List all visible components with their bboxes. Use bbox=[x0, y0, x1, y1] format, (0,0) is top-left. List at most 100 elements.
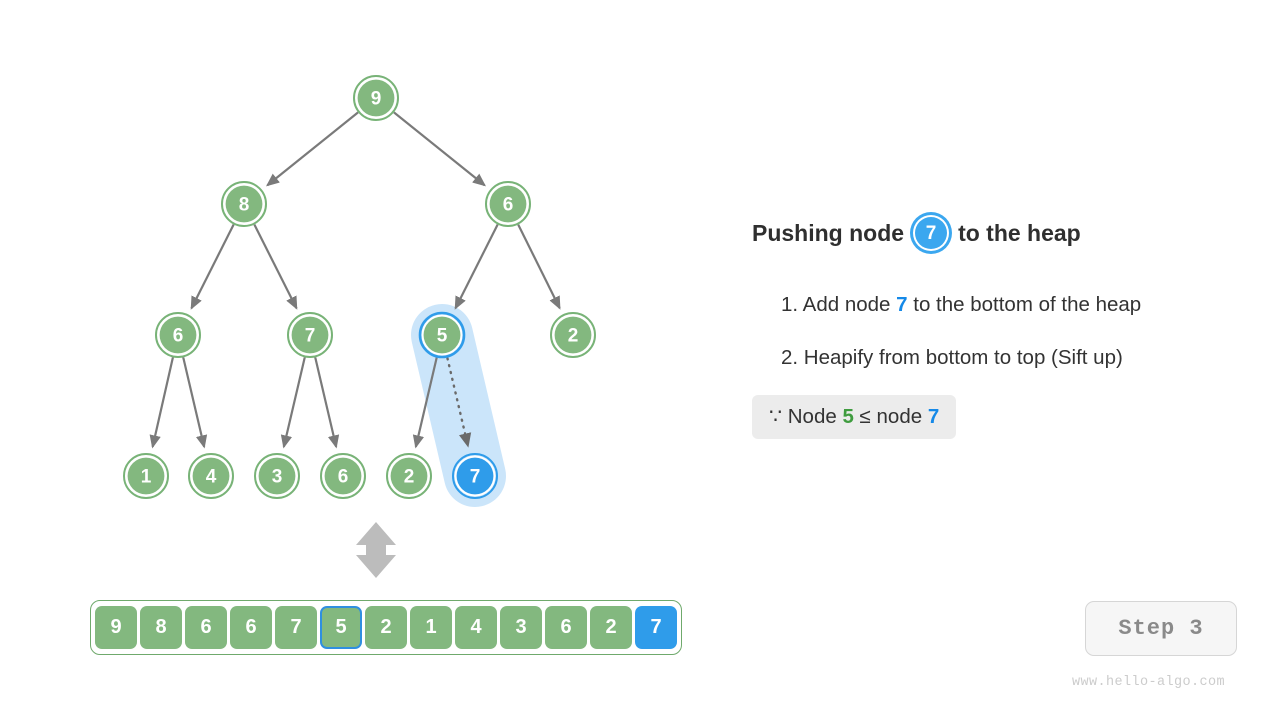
reason-badge: ∵ Node 5 ≤ node 7 bbox=[752, 395, 957, 439]
node-outer-ring bbox=[287, 312, 333, 358]
tree-node[interactable]: 7 bbox=[287, 312, 333, 358]
array-cell[interactable]: 7 bbox=[635, 606, 677, 649]
array-cell[interactable]: 2 bbox=[590, 606, 632, 649]
array-cell[interactable]: 9 bbox=[95, 606, 137, 649]
node-value: 4 bbox=[206, 467, 217, 488]
node-outer-ring bbox=[123, 453, 169, 499]
array-cell-value: 2 bbox=[380, 616, 392, 638]
tree-edge bbox=[314, 357, 340, 449]
array-cell[interactable]: 1 bbox=[410, 606, 452, 649]
tree-edge bbox=[517, 224, 561, 310]
reason-text-b: node bbox=[876, 405, 928, 428]
array-cell[interactable]: 6 bbox=[185, 606, 227, 649]
reason-text-a: Node bbox=[782, 405, 843, 428]
tree-edge bbox=[454, 224, 499, 310]
node-inner-gap-ring bbox=[289, 314, 331, 356]
tree-node[interactable]: 4 bbox=[188, 453, 234, 499]
tree-edge bbox=[149, 357, 174, 449]
node-body bbox=[258, 457, 296, 495]
tree-node[interactable]: 6 bbox=[155, 312, 201, 358]
array-cell[interactable]: 5 bbox=[320, 606, 362, 649]
tree-node[interactable]: 8 bbox=[221, 181, 267, 227]
node-body bbox=[357, 79, 395, 117]
dotted-sift-edge bbox=[446, 357, 472, 448]
node-body bbox=[324, 457, 362, 495]
reason-value-b: 7 bbox=[927, 405, 940, 428]
array-cell[interactable]: 6 bbox=[545, 606, 587, 649]
node-inner-gap-ring bbox=[322, 455, 364, 497]
step-1-prefix: 1. Add node bbox=[781, 293, 897, 316]
array-cell-value: 7 bbox=[650, 616, 662, 638]
node-value: 2 bbox=[568, 326, 579, 347]
node-outer-ring bbox=[418, 311, 466, 359]
heading-suffix: to the heap bbox=[958, 219, 1081, 246]
tree-edge bbox=[266, 111, 359, 187]
node-body bbox=[127, 457, 165, 495]
tree-node[interactable]: 6 bbox=[320, 453, 366, 499]
array-cell[interactable]: 3 bbox=[500, 606, 542, 649]
node-outer-ring bbox=[320, 453, 366, 499]
node-outer-ring bbox=[188, 453, 234, 499]
array-cell-value: 6 bbox=[245, 616, 257, 638]
step-1-highlight: 7 bbox=[896, 293, 908, 316]
step-2-prefix: 2. Heapify from bottom to top (Sift up) bbox=[781, 346, 1123, 369]
array-cell[interactable]: 6 bbox=[230, 606, 272, 649]
tree-edges bbox=[149, 111, 561, 449]
node-outer-ring bbox=[452, 453, 498, 499]
node-outer-ring bbox=[155, 312, 201, 358]
node-body bbox=[192, 457, 230, 495]
array-cell[interactable]: 8 bbox=[140, 606, 182, 649]
tree-node[interactable]: 5 bbox=[418, 311, 466, 359]
node-body bbox=[554, 316, 592, 354]
node-inner-gap-ring bbox=[125, 455, 167, 497]
node-inner-gap-ring bbox=[190, 455, 232, 497]
tree-edge bbox=[253, 224, 298, 310]
heading-prefix: Pushing node bbox=[752, 219, 905, 246]
node-body bbox=[489, 185, 527, 223]
array-cell-value: 6 bbox=[200, 616, 212, 638]
step-1-suffix: to the bottom of the heap bbox=[907, 293, 1142, 316]
array-cell-value: 3 bbox=[515, 616, 527, 638]
step-counter-badge: Step 3 bbox=[1085, 601, 1237, 656]
array-cell-value: 6 bbox=[560, 616, 572, 638]
array-cell[interactable]: 4 bbox=[455, 606, 497, 649]
node-body bbox=[456, 457, 494, 495]
tree-node[interactable]: 1 bbox=[123, 453, 169, 499]
node-value: 6 bbox=[173, 326, 184, 347]
node-value: 9 bbox=[371, 89, 382, 110]
node-outer-ring bbox=[386, 453, 432, 499]
tree-edge bbox=[190, 224, 235, 310]
heading-node-chip: 7 bbox=[913, 215, 950, 251]
tree-node[interactable]: 9 bbox=[353, 75, 399, 121]
tree-edge bbox=[393, 111, 486, 187]
node-value: 2 bbox=[404, 467, 415, 488]
node-value: 6 bbox=[503, 195, 514, 216]
tree-node[interactable]: 7 bbox=[452, 453, 498, 499]
array-cell[interactable]: 7 bbox=[275, 606, 317, 649]
reason-operator: ≤ bbox=[853, 405, 877, 428]
tree-edge bbox=[412, 357, 438, 449]
tree-node[interactable]: 2 bbox=[386, 453, 432, 499]
node-body bbox=[291, 316, 329, 354]
array-cell-value: 8 bbox=[155, 616, 167, 638]
array-cell-value: 5 bbox=[335, 616, 347, 638]
node-outer-ring bbox=[254, 453, 300, 499]
tree-node[interactable]: 6 bbox=[485, 181, 531, 227]
watermark: www.hello-algo.com bbox=[1072, 675, 1226, 690]
sift-up-dotted-arrow bbox=[446, 357, 472, 448]
node-body bbox=[159, 316, 197, 354]
array-cell-value: 9 bbox=[110, 616, 122, 638]
array-cell-value: 2 bbox=[605, 616, 617, 638]
tree-node[interactable]: 3 bbox=[254, 453, 300, 499]
node-inner-gap-ring bbox=[157, 314, 199, 356]
node-outer-ring bbox=[550, 312, 596, 358]
node-value: 7 bbox=[470, 467, 481, 488]
step-item-1: 1. Add node 7 to the bottom of the heap bbox=[781, 293, 1141, 317]
node-inner-gap-ring bbox=[487, 183, 529, 225]
node-outer-ring bbox=[353, 75, 399, 121]
node-inner-gap-ring bbox=[223, 183, 265, 225]
tree-node[interactable]: 2 bbox=[550, 312, 596, 358]
array-cell[interactable]: 2 bbox=[365, 606, 407, 649]
tree-edge bbox=[182, 357, 208, 449]
